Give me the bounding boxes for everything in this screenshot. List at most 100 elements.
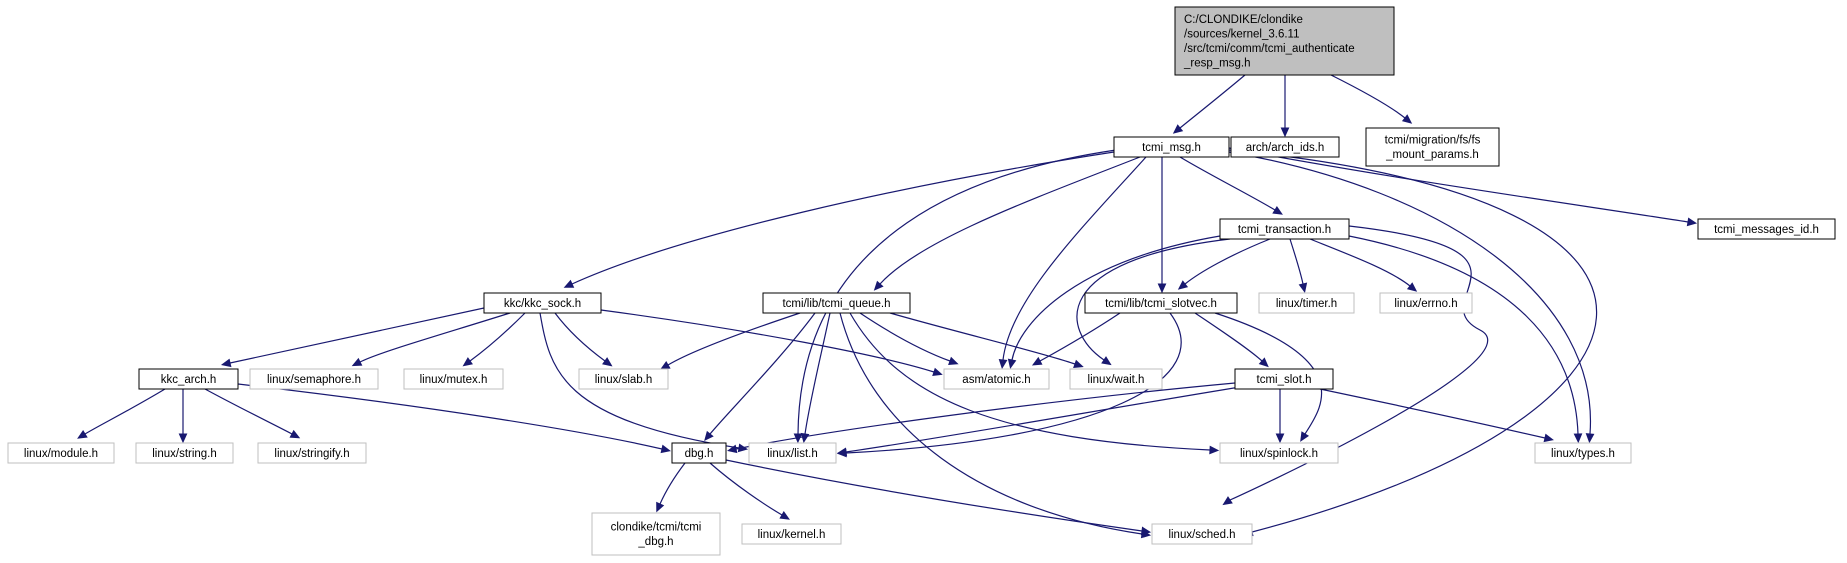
edge-line xyxy=(1319,388,1546,439)
edge-arrowhead xyxy=(873,280,884,291)
edge-arrowhead xyxy=(1101,356,1112,366)
node-tcmi_msg[interactable]: tcmi_msg.h xyxy=(1113,136,1230,158)
edge-arrowhead xyxy=(221,358,232,368)
node-tcmi_queue[interactable]: tcmi/lib/tcmi_queue.h xyxy=(762,292,911,314)
edge-line xyxy=(1309,238,1411,287)
node-box xyxy=(591,512,721,556)
node-label: linux/sched.h xyxy=(1168,529,1235,541)
edge-line xyxy=(1011,235,1221,361)
node-label: C:/CLONDIKE/clondike xyxy=(1184,14,1303,26)
node-slotvec[interactable]: tcmi/lib/tcmi_slotvec.h xyxy=(1084,292,1238,314)
node-box xyxy=(483,292,602,314)
edge-line xyxy=(735,382,1236,450)
node-label: linux/timer.h xyxy=(1276,298,1337,310)
node-timer: linux/timer.h xyxy=(1258,292,1355,314)
node-stringify: linux/stringify.h xyxy=(257,442,367,464)
node-box xyxy=(1084,292,1238,314)
edge-line xyxy=(879,156,1141,285)
edge-tcmi_slot-to-dbg xyxy=(727,382,1236,454)
node-label: tcmi_slot.h xyxy=(1257,374,1312,386)
edge-arrowhead xyxy=(1543,433,1554,443)
node-label: linux/list.h xyxy=(767,448,818,460)
node-label: clondike/tcmi/tcmi xyxy=(611,522,702,534)
node-arch_ids[interactable]: arch/arch_ids.h xyxy=(1230,136,1340,158)
edge-line xyxy=(797,149,1117,435)
node-box xyxy=(578,368,669,390)
node-label: tcmi_msg.h xyxy=(1142,142,1201,154)
node-box xyxy=(403,368,504,390)
node-label: dbg.h xyxy=(685,448,714,460)
node-label: kkc/kkc_sock.h xyxy=(504,298,581,310)
edge-tcmi_msg-to-slotvec xyxy=(1157,157,1167,294)
edge-line xyxy=(469,312,526,362)
node-label: linux/slab.h xyxy=(595,374,653,386)
edge-arrowhead xyxy=(1300,431,1310,442)
node-label: asm/atomic.h xyxy=(962,374,1030,386)
edge-arrowhead xyxy=(1280,127,1290,138)
node-box xyxy=(1151,523,1253,545)
node-kkc_arch[interactable]: kkc_arch.h xyxy=(138,368,239,390)
edge-tcmi_slot-to-spinlock xyxy=(1275,388,1285,444)
node-tcmi_dbg: clondike/tcmi/tcmi _dbg.h xyxy=(591,512,721,556)
edge-kkc_sock-to-slab xyxy=(554,312,613,367)
node-fs_mount[interactable]: tcmi/migration/fs/fs_mount_params.h xyxy=(1365,127,1500,167)
node-box xyxy=(1379,292,1473,314)
edge-transaction-to-timer xyxy=(1289,238,1308,293)
edge-arrowhead xyxy=(1209,445,1220,455)
node-tcmi_slot[interactable]: tcmi_slot.h xyxy=(1234,368,1334,390)
edge-line xyxy=(839,312,1143,535)
edge-line xyxy=(725,459,1143,532)
edge-line xyxy=(1228,151,1592,435)
edge-transaction-to-slotvec xyxy=(1177,238,1271,290)
edge-transaction-to-errno xyxy=(1309,238,1418,292)
edge-line xyxy=(1179,74,1246,129)
node-box xyxy=(943,368,1050,390)
edge-line xyxy=(1179,156,1276,211)
edge-line xyxy=(1076,238,1231,361)
edge-transaction-to-wait xyxy=(1076,238,1231,366)
edge-kkc_sock-to-kkc_arch xyxy=(221,307,485,368)
node-label: linux/string.h xyxy=(152,448,217,460)
node-atomic: asm/atomic.h xyxy=(943,368,1050,390)
node-box xyxy=(138,368,239,390)
edge-line xyxy=(1002,156,1147,361)
edge-line xyxy=(600,309,935,373)
edge-arrowhead xyxy=(1140,526,1152,536)
edge-arrowhead xyxy=(1272,205,1283,215)
node-kkc_sock[interactable]: kkc/kkc_sock.h xyxy=(483,292,602,314)
edge-arrowhead xyxy=(1258,357,1269,368)
node-transaction[interactable]: tcmi_transaction.h xyxy=(1219,218,1350,240)
node-list: linux/list.h xyxy=(748,442,837,464)
node-label: linux/stringify.h xyxy=(274,448,349,460)
node-label: linux/spinlock.h xyxy=(1240,448,1318,460)
node-spinlock: linux/spinlock.h xyxy=(1219,442,1339,464)
node-root: C:/CLONDIKE/clondike/sources/kernel_3.6.… xyxy=(1174,6,1395,76)
node-box xyxy=(1174,6,1395,76)
edge-arrowhead xyxy=(1406,282,1418,292)
node-dbg[interactable]: dbg.h xyxy=(671,442,727,464)
edge-arrowhead xyxy=(351,357,363,367)
edge-root-to-arch_ids xyxy=(1280,74,1290,138)
node-box xyxy=(748,442,837,464)
edge-tcmi_msg-to-kkc_sock xyxy=(563,151,1115,288)
nodes-layer: C:/CLONDIKE/clondike/sources/kernel_3.6.… xyxy=(7,6,1836,556)
edge-tcmi_msg-to-transaction xyxy=(1179,156,1283,215)
edge-tcmi_queue-to-dbg xyxy=(704,312,816,442)
edge-line xyxy=(709,312,816,435)
edge-line xyxy=(845,312,1182,454)
edge-tcmi_queue-to-sched xyxy=(839,312,1152,539)
edge-tcmi_queue-to-list xyxy=(800,312,831,444)
node-box xyxy=(741,523,842,545)
node-label: linux/kernel.h xyxy=(758,529,826,541)
edge-line xyxy=(554,312,606,362)
node-sched: linux/sched.h xyxy=(1151,523,1253,545)
edge-line xyxy=(1348,235,1579,435)
node-label: tcmi/migration/fs/fs xyxy=(1385,135,1481,147)
edge-arrowhead xyxy=(1298,282,1308,293)
edge-kkc_arch-to-stringify xyxy=(204,388,301,439)
edge-arrowhead xyxy=(1177,280,1189,290)
edge-dbg-to-tcmi_dbg xyxy=(656,462,686,513)
node-messages_id[interactable]: tcmi_messages_id.h xyxy=(1697,218,1836,240)
edge-kkc_arch-to-string xyxy=(178,389,188,444)
node-label: _dbg.h xyxy=(637,536,673,548)
